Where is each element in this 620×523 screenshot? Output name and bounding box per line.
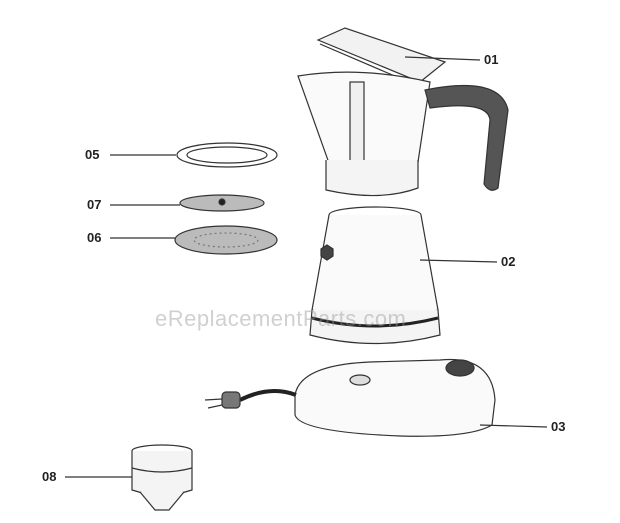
label-07: 07 bbox=[87, 197, 102, 212]
watermark: eReplacementParts.com bbox=[155, 306, 407, 331]
part-lid bbox=[316, 27, 481, 87]
part-base bbox=[204, 358, 548, 437]
leader-line-01 bbox=[404, 56, 481, 61]
label-01: 01 bbox=[484, 52, 499, 67]
label-05: 05 bbox=[85, 147, 100, 162]
part-boiler bbox=[309, 206, 498, 345]
part-small-filter bbox=[110, 194, 265, 212]
part-filter-plate bbox=[110, 225, 278, 255]
label-03: 03 bbox=[551, 419, 566, 434]
leader-line-03 bbox=[479, 424, 548, 428]
label-08: 08 bbox=[42, 469, 57, 484]
part-funnel bbox=[65, 444, 193, 511]
part-upper-chamber bbox=[297, 71, 509, 197]
label-06: 06 bbox=[87, 230, 102, 245]
part-gasket bbox=[110, 142, 278, 168]
label-02: 02 bbox=[501, 254, 516, 269]
leader-line-02 bbox=[419, 259, 498, 263]
